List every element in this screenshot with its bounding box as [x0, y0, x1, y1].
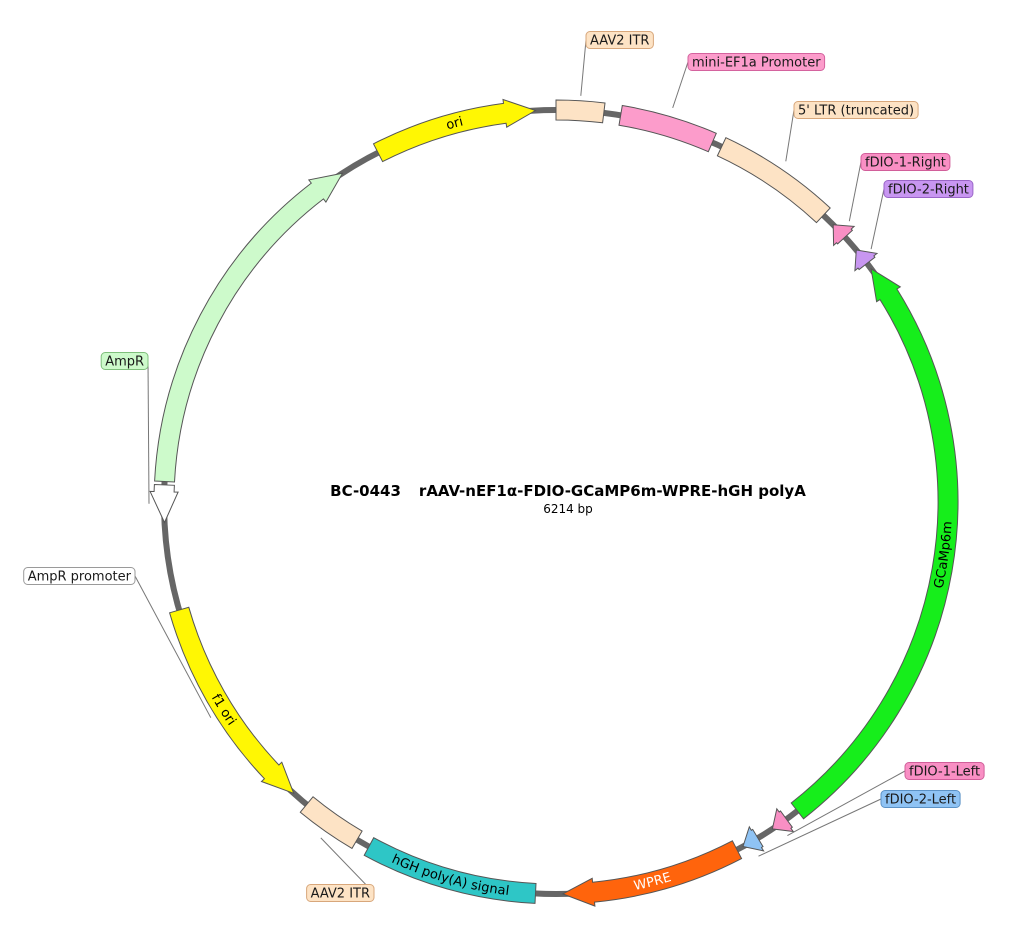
callout-box: [100, 352, 149, 370]
arc-label-text-ori: ori: [444, 114, 464, 133]
feature-fdio-2-left-7[interactable]: [742, 825, 765, 852]
arc-label-ori: ori: [444, 114, 464, 133]
callout-label: AmpR: [105, 355, 144, 370]
callout-fdio-2-left-6[interactable]: fDIO-2-Left: [880, 790, 961, 808]
leader-ampr-promoter-8: [134, 575, 212, 718]
callout-box: [687, 53, 826, 71]
callout-fdio-1-left-5[interactable]: fDIO-1-Left: [904, 762, 985, 780]
plasmid-id: BC-0443: [330, 482, 401, 500]
feature-fdio-2-right-4[interactable]: [854, 249, 879, 272]
leader-fdio-2-left-6: [758, 798, 882, 857]
callout-box: [306, 884, 375, 902]
callout-box: [904, 762, 985, 780]
leader-fdio-2-right-4: [870, 188, 885, 250]
leader-layer: [134, 39, 906, 894]
callout-box: [860, 153, 951, 171]
callout-aav2-itr-0[interactable]: AAV2 ITR: [585, 31, 654, 49]
callout-label: AmpR promoter: [28, 570, 132, 585]
feature-ampr-promoter-12[interactable]: [149, 483, 179, 524]
callout-box: [23, 567, 136, 585]
feature-f1-ori-11[interactable]: [168, 606, 295, 795]
callout-5-ltr-truncated-2[interactable]: 5' LTR (truncated): [793, 101, 919, 119]
feature-ampr-13[interactable]: [154, 172, 344, 483]
callout-label: fDIO-1-Left: [909, 765, 980, 780]
leader-aav2-itr-7: [320, 837, 375, 894]
callout-mini-ef1a-promoter-1[interactable]: mini-EF1a Promoter: [687, 53, 826, 71]
feature-fdio-1-left-6[interactable]: [771, 807, 795, 833]
feature-mini-ef1a-promoter-1[interactable]: [618, 104, 717, 153]
callout-fdio-1-right-3[interactable]: fDIO-1-Right: [860, 153, 951, 171]
leader-ampr-9: [147, 360, 150, 504]
callout-aav2-itr-7[interactable]: AAV2 ITR: [306, 884, 375, 902]
plasmid-name: rAAV-nEF1α-FDIO-GCaMP6m-WPRE-hGH polyA: [419, 482, 806, 500]
callout-label: fDIO-1-Right: [865, 156, 946, 171]
leader-mini-ef1a-promoter-1: [672, 61, 689, 109]
leader-5-ltr-truncated-2: [785, 109, 795, 162]
callout-fdio-2-right-4[interactable]: fDIO-2-Right: [883, 180, 974, 198]
leader-fdio-1-right-3: [848, 161, 862, 222]
callout-box: [880, 790, 961, 808]
feature-wpre-8[interactable]: [561, 840, 743, 907]
callout-ampr-promoter-8[interactable]: AmpR promoter: [23, 567, 136, 585]
feature-ori-14[interactable]: [372, 98, 537, 163]
callout-label: 5' LTR (truncated): [798, 104, 914, 119]
callout-box: [883, 180, 974, 198]
leader-fdio-1-left-5: [787, 770, 906, 837]
feature-5-ltr-truncated-2[interactable]: [716, 137, 831, 224]
plasmid-title: BC-0443 rAAV-nEF1α-FDIO-GCaMP6m-WPRE-hGH …: [330, 482, 806, 500]
plasmid-size: 6214 bp: [543, 502, 593, 516]
callout-ampr-9[interactable]: AmpR: [100, 352, 149, 370]
callout-box: [793, 101, 919, 119]
callout-label: AAV2 ITR: [590, 34, 649, 49]
feature-hgh-poly-a-signal-9[interactable]: [363, 837, 537, 904]
callout-label: fDIO-2-Right: [888, 183, 969, 198]
callout-label: mini-EF1a Promoter: [692, 56, 821, 71]
feature-gcamp6m-5[interactable]: [790, 267, 959, 820]
feature-aav2-itr-10[interactable]: [299, 796, 363, 850]
center-layer: BC-0443 rAAV-nEF1α-FDIO-GCaMP6m-WPRE-hGH …: [330, 482, 806, 516]
feature-aav2-itr-0[interactable]: [555, 99, 606, 124]
leader-aav2-itr-0: [580, 39, 587, 96]
feature-fdio-1-right-3[interactable]: [832, 224, 856, 247]
callout-label: AAV2 ITR: [311, 887, 370, 902]
callout-box: [585, 31, 654, 49]
callout-layer: AAV2 ITR mini-EF1a Promoter 5' LTR (trunca…: [23, 31, 985, 902]
callout-label: fDIO-2-Left: [885, 793, 956, 808]
